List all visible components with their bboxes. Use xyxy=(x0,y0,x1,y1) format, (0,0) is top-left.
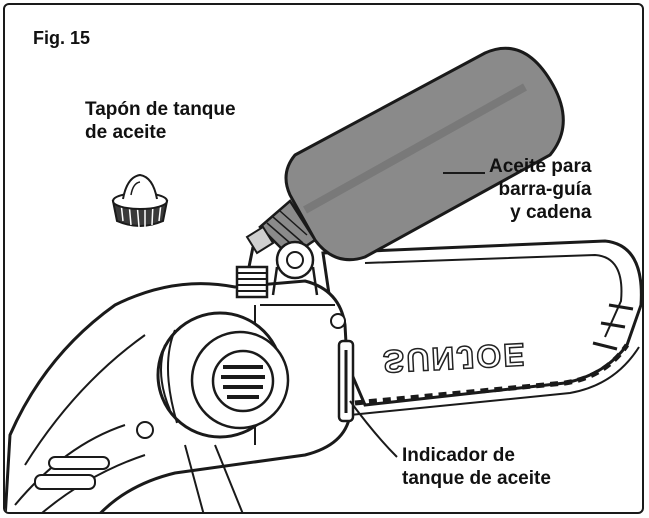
leader-line-indicator xyxy=(349,400,398,458)
callout-line: barra-guía xyxy=(498,179,592,200)
bottle-bracket xyxy=(271,240,319,296)
guide-bar xyxy=(321,239,642,416)
chainsaw-illustration xyxy=(5,46,642,512)
callout-line: Aceite para xyxy=(489,156,592,177)
figure-frame: SUNJOE Fig. 15 Tapón de tanque de aceite… xyxy=(3,3,644,514)
callout-bar-chain-oil: Aceite para barra-guía y cadena xyxy=(489,155,591,224)
callout-oil-tank-cap: Tapón de tanque de aceite xyxy=(85,98,236,144)
callout-line: Indicador de xyxy=(402,445,515,466)
oil-tank-cap xyxy=(111,173,169,228)
callout-oil-tank-indicator: Indicador de tanque de aceite xyxy=(402,444,551,490)
callout-line: tanque de aceite xyxy=(402,468,551,489)
oil-filler-neck xyxy=(235,265,269,299)
brand-mark: SUNJOE xyxy=(381,336,528,381)
callout-line: Tapón de tanque xyxy=(85,99,236,120)
chain-tension-knob xyxy=(156,311,290,439)
oil-level-window xyxy=(337,339,355,423)
callout-line: de aceite xyxy=(85,122,167,143)
figure-label: Fig. 15 xyxy=(33,28,91,48)
callout-line: y cadena xyxy=(510,202,592,223)
